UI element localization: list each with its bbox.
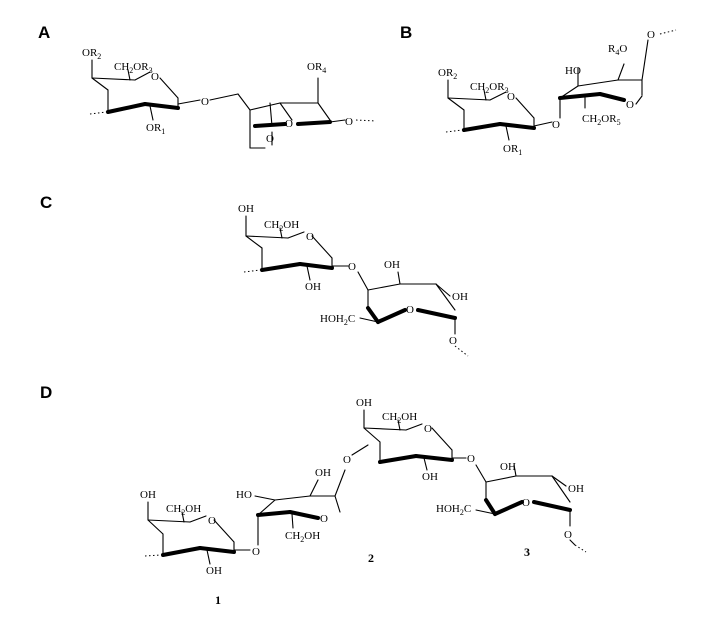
panel-a-ring-right: [209, 77, 377, 149]
panel-b-ring-o1: O: [507, 91, 515, 103]
panel-d: D OH CH2OH O OH O: [40, 383, 587, 607]
panel-c-ring-lower: [357, 271, 469, 357]
panel-b-ring-o2: O: [626, 99, 634, 111]
panel-a-or1: OR1: [146, 122, 165, 136]
panel-c-link-o: O: [348, 261, 356, 273]
panel-d-unit-label-3: 3: [524, 545, 530, 559]
panel-d-u4-end-o: O: [564, 529, 572, 541]
panel-a-link-o: O: [201, 96, 209, 108]
panel-c-oh-top: OH: [238, 203, 254, 215]
panel-a-or2: OR2: [82, 47, 101, 61]
panel-b-ch2or5: CH2OR5: [582, 113, 621, 127]
panel-d-u3-ch2oh: CH2OH: [382, 411, 417, 425]
panel-d-ring-1: [144, 501, 251, 565]
panel-b-r4o: R4O: [608, 43, 627, 57]
panel-c-ring-o1: O: [306, 231, 314, 243]
panel-a-ch2or3: CH2OR3: [114, 61, 153, 75]
panel-c-oh-c2: OH: [305, 281, 321, 293]
panel-d-u4-oh-b: OH: [568, 483, 584, 495]
panel-d-u4-ring-o: O: [522, 497, 530, 509]
panel-c-ring-o2: O: [406, 304, 414, 316]
panel-a-ring-o2: O: [285, 118, 293, 130]
panel-d-unit-label-2: 2: [368, 551, 374, 565]
panel-b-or1: OR1: [503, 143, 522, 157]
panel-c-oh-b: OH: [384, 259, 400, 271]
panel-b-label: B: [400, 23, 412, 42]
panel-d-u2-ch2oh: CH2OH: [285, 530, 320, 544]
panel-d-u4-oh-a: OH: [500, 461, 516, 473]
panel-d-u2-link-o: O: [343, 454, 351, 466]
panel-c-ch2oh: CH2OH: [264, 219, 299, 233]
panel-c-hoh2c: HOH2C: [320, 313, 355, 327]
panel-d-u3-link-o: O: [467, 453, 475, 465]
panel-d-label: D: [40, 383, 52, 402]
panel-a-end-o: O: [345, 116, 353, 128]
panel-a: A OR2 CH2OR3 O OR1 O: [38, 23, 377, 149]
panel-c-ring-upper: [243, 215, 349, 281]
panel-d-u2-oh: OH: [315, 467, 331, 479]
panel-d-u4-hoh2c: HOH2C: [436, 503, 471, 517]
panel-b-ho: HO: [565, 65, 581, 77]
panel-c-oh-c: OH: [452, 291, 468, 303]
panel-b-ch2or3: CH2OR3: [470, 81, 509, 95]
panel-d-u2-ho: HO: [236, 489, 252, 501]
panel-d-u3-ring-o: O: [424, 423, 432, 435]
panel-d-u1-ring-o: O: [208, 515, 216, 527]
panel-d-u3-oh: OH: [422, 471, 438, 483]
panel-d-u1-oh-top: OH: [140, 489, 156, 501]
panel-b-end-o: O: [647, 29, 655, 41]
panel-d-unit-label-1: 1: [215, 593, 221, 607]
panel-c-end-o: O: [449, 335, 457, 347]
panel-d-ring-2: [254, 469, 346, 546]
panel-a-label: A: [38, 23, 50, 42]
panel-a-or4: OR4: [307, 61, 326, 75]
panel-c: C OH CH2OH O OH O: [40, 193, 469, 357]
panel-b-ring-right: [558, 29, 677, 119]
panel-b-link-o: O: [552, 119, 560, 131]
panel-d-u2-ring-o: O: [320, 513, 328, 525]
panel-a-bridge-o: O: [266, 133, 274, 145]
panel-d-u1-ch2oh: CH2OH: [166, 503, 201, 517]
panel-d-u3-oh-top: OH: [356, 397, 372, 409]
panel-b-ring-left: [445, 79, 553, 141]
panel-a-ring-left: [89, 59, 201, 121]
panel-d-u1-oh: OH: [206, 565, 222, 577]
panel-d-u1-link-o: O: [252, 546, 260, 558]
panel-b-or2: OR2: [438, 67, 457, 81]
panel-d-ring-4: [475, 464, 587, 553]
panel-b: B OR2 CH2OR3 O OR1 O: [400, 23, 677, 157]
panel-c-label: C: [40, 193, 52, 212]
panel-d-ring-3: [351, 409, 467, 471]
panel-a-ring-o1: O: [151, 71, 159, 83]
